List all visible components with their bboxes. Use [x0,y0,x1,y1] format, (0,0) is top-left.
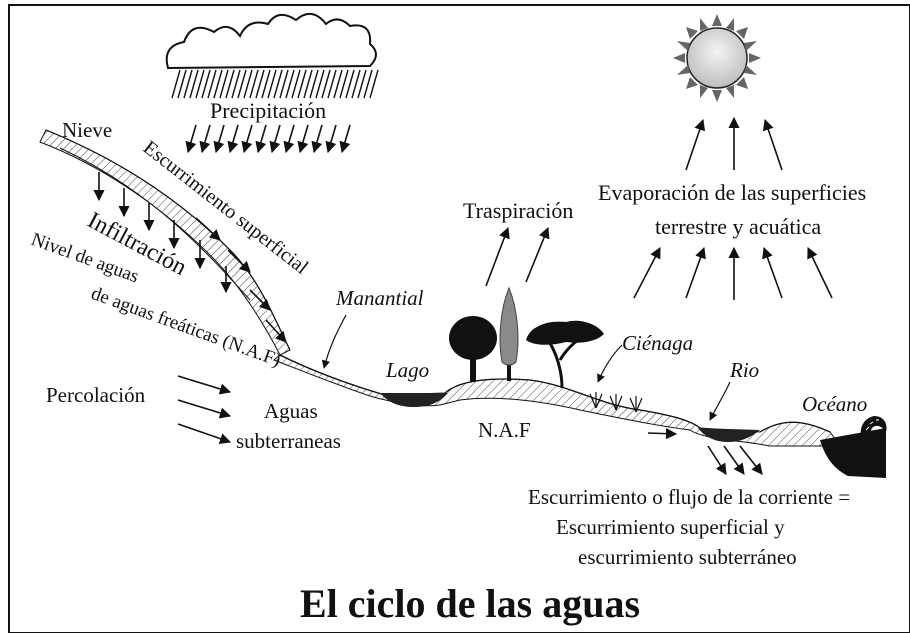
label-subterraneas: subterraneas [236,429,341,453]
runoff-arrows [195,217,287,343]
label-rio: Rio [729,358,759,382]
label-cienaga: Ciénaga [622,331,693,355]
evaporation-arrows-bottom [633,246,833,300]
label-traspiracion: Traspiración [463,198,573,223]
lake [380,393,448,407]
groundwater-arrow [647,428,678,440]
label-aguas: Aguas [264,399,318,423]
rio-pointer [709,381,731,421]
label-evaporacion-2: terrestre y acuática [655,214,821,239]
label-nieve: Nieve [62,118,112,142]
cienaga-pointer [597,344,623,383]
cloud-icon [165,13,377,70]
diagram-title: El ciclo de las aguas [300,581,640,626]
streamflow-arrows [707,445,763,475]
infiltration-arrows [93,172,232,294]
label-escurrimiento-3: escurrimiento subterráneo [578,545,797,569]
rain-hatching [171,69,379,99]
percolation-arrows [177,375,232,444]
precipitation-arrows [185,124,351,154]
label-evaporacion-1: Evaporación de las superficies [598,180,866,205]
river [698,428,760,442]
tree-icon [449,286,604,389]
evaporation-arrows-top [685,116,783,171]
label-percolacion: Percolación [46,383,146,407]
label-escurrimiento-2: Escurrimiento superficial y [556,515,785,539]
label-manantial: Manantial [335,286,424,310]
label-lago: Lago [385,358,429,382]
label-naf: N.A.F [478,418,531,442]
transpiration-arrows [485,226,550,287]
label-precipitacion: Precipitación [210,98,326,123]
wave-icon [860,416,887,440]
label-oceano: Océano [802,392,867,416]
frame [8,4,910,633]
sun-icon [673,14,761,102]
label-escurrimiento-1: Escurrimiento o flujo de la corriente = [528,485,850,509]
manantial-pointer [321,314,347,369]
ocean [820,428,886,478]
swamp-plants [589,392,643,413]
